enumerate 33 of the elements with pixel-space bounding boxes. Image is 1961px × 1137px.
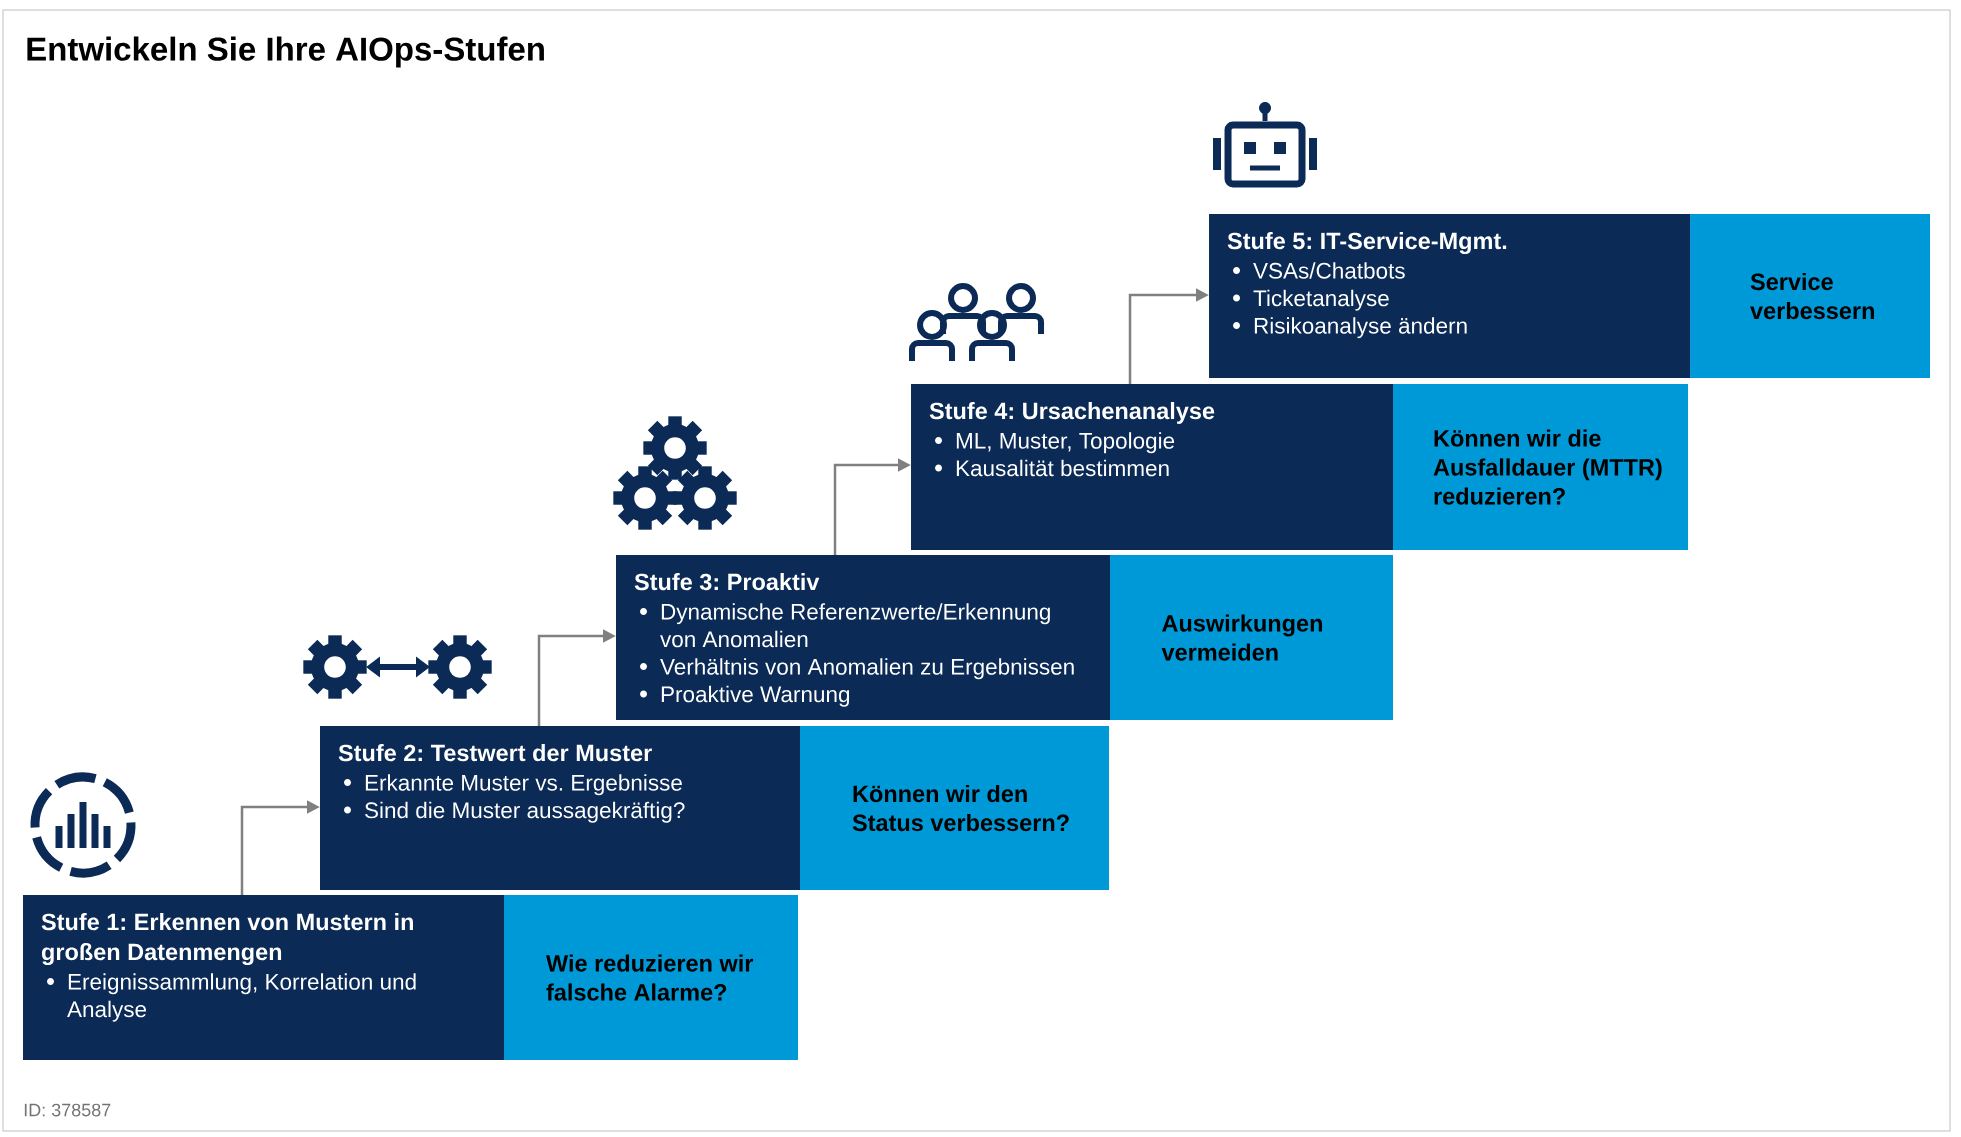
stage-heading: Stufe 5: IT-Service-Mgmt. xyxy=(1227,232,1507,254)
question-box xyxy=(800,726,1109,890)
question-text: Können wir die Ausfalldauer (MTTR) reduzieren? xyxy=(1433,429,1662,505)
bullet-item: Risikoanalyse ändern xyxy=(1233,317,1467,339)
stage-box xyxy=(616,555,1110,720)
stage-heading: Stufe 3: Proaktiv xyxy=(634,573,820,591)
question-box xyxy=(1690,214,1931,378)
stage-box xyxy=(23,895,504,1060)
question-text: Auswirkungen vermeiden xyxy=(1161,614,1322,661)
question-box xyxy=(504,895,798,1060)
question-box xyxy=(1110,555,1393,720)
bullet-item: Sind die Muster aussagekräftig? xyxy=(344,801,685,823)
bullet-item: Erkannte Muster vs. Ergebnisse xyxy=(344,774,682,796)
id-label: ID: 378587 xyxy=(24,1103,111,1117)
question-text: Wie reduzieren wir falsche Alarme? xyxy=(546,954,754,1001)
bullet-item: Proaktive Warnung xyxy=(640,685,850,707)
bullet-item: Ereignissammlung, Korrelation und Analyse xyxy=(47,973,416,1022)
stage-box xyxy=(911,384,1393,550)
question-text: Service verbessern xyxy=(1750,272,1874,320)
question-box xyxy=(1393,384,1688,550)
stage-heading: Stufe 1: Erkennen von Mustern in großen Datenmengen xyxy=(41,913,413,965)
bullet-item: VSAs/Chatbots xyxy=(1233,262,1405,279)
bullet-item: Dynamische Referenzwerte/Erkennung von Anomalien xyxy=(640,603,1050,648)
title: Entwickeln Sie Ihre AIOps-Stufen xyxy=(27,36,544,68)
bullet-item: Kausalität bestimmen xyxy=(935,459,1169,477)
stage-heading: Stufe 2: Testwert der Muster xyxy=(338,744,652,762)
bullet-item: ML, Muster, Topologie xyxy=(935,432,1175,454)
stage-heading: Stufe 4: Ursachenanalyse xyxy=(929,402,1215,424)
question-text: Können wir den Status verbessern? xyxy=(852,784,1069,832)
stage-box xyxy=(320,726,800,890)
bullet-item: Ticketanalyse xyxy=(1233,289,1389,311)
bullet-item: Verhältnis von Anomalien zu Ergebnissen xyxy=(640,658,1074,680)
stage-box xyxy=(1209,214,1690,378)
